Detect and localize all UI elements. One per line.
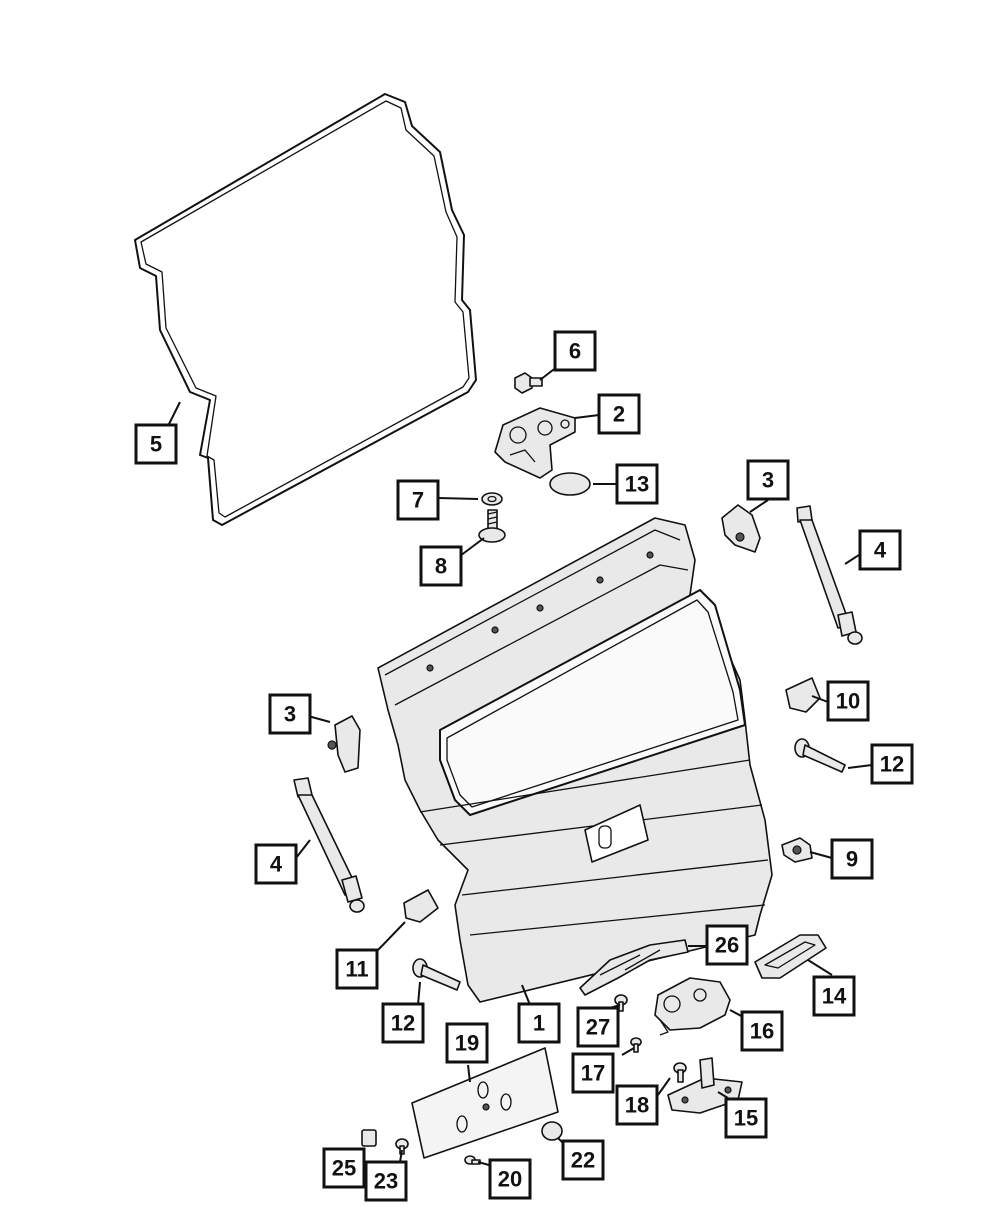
callout-6: 6	[553, 330, 597, 372]
callout-label: 16	[750, 1019, 774, 1044]
strut-bracket-upper-part	[721, 504, 761, 553]
hole-plug-part	[549, 472, 591, 496]
callout-7: 7	[396, 479, 440, 521]
callout-4-upper: 4	[858, 529, 902, 571]
callout-18: 18	[615, 1084, 659, 1126]
callout-11: 11	[335, 948, 379, 990]
callout-17: 17	[571, 1052, 615, 1094]
callout-label: 6	[569, 339, 581, 364]
callout-12-left: 12	[381, 1002, 425, 1044]
callout-label: 9	[846, 847, 858, 872]
callout-label: 22	[571, 1148, 595, 1173]
screw-part-27	[614, 994, 628, 1012]
liftgate-striker-part	[667, 1057, 743, 1114]
callout-23: 23	[364, 1160, 408, 1202]
liftgate-hinge-part	[494, 407, 576, 479]
handle-bracket-part	[579, 939, 689, 996]
callout-label: 23	[374, 1169, 398, 1194]
callout-label: 2	[613, 402, 625, 427]
callout-label: 8	[435, 554, 447, 579]
callout-label: 3	[284, 702, 296, 727]
callout-26: 26	[705, 924, 749, 966]
callout-label: 13	[625, 472, 649, 497]
gas-strut-upper-part	[796, 505, 863, 645]
striker-bolt-part	[673, 1062, 687, 1083]
strut-bracket-lower-part	[327, 715, 361, 773]
callout-15: 15	[724, 1097, 768, 1139]
callout-label: 18	[625, 1093, 649, 1118]
callout-label: 12	[880, 752, 904, 777]
callout-2: 2	[597, 393, 641, 435]
callout-25: 25	[322, 1147, 366, 1189]
license-plate-bracket-part	[411, 1047, 559, 1159]
callout-13: 13	[615, 463, 659, 505]
callout-label: 1	[533, 1011, 545, 1036]
callout-14: 14	[812, 975, 856, 1017]
callout-label: 5	[150, 432, 162, 457]
callout-label: 26	[715, 933, 739, 958]
callout-22: 22	[561, 1139, 605, 1181]
callout-label: 20	[498, 1167, 522, 1192]
gas-strut-lower-part	[293, 777, 365, 913]
callout-label: 11	[345, 957, 368, 982]
callout-3-upper: 3	[746, 459, 790, 501]
nut-part	[361, 1129, 377, 1147]
callout-label: 7	[412, 488, 424, 513]
callout-label: 14	[822, 984, 847, 1009]
liftgate-switch-part	[781, 837, 813, 863]
callout-20: 20	[488, 1158, 532, 1200]
callout-label: 12	[391, 1011, 415, 1036]
callout-8: 8	[419, 545, 463, 587]
liftgate-latch-part	[654, 977, 731, 1036]
callout-label: 4	[874, 538, 887, 563]
callout-label: 3	[762, 468, 774, 493]
liftgate-panel-part	[377, 517, 773, 1003]
callout-16: 16	[740, 1010, 784, 1052]
push-pin-right-part	[794, 738, 846, 773]
callout-10: 10	[826, 680, 870, 722]
flange-bolt-part	[478, 509, 506, 543]
hinge-bolt-part	[514, 372, 543, 394]
callout-9: 9	[830, 838, 874, 880]
callout-label: 10	[836, 689, 860, 714]
bumper-stop-left-part	[403, 889, 439, 923]
callout-5: 5	[134, 423, 178, 465]
callout-label: 19	[455, 1031, 479, 1056]
callout-label: 25	[332, 1156, 356, 1181]
washer-part	[481, 492, 503, 506]
weatherstrip-seal-part	[134, 93, 477, 526]
callout-27: 27	[576, 1006, 620, 1048]
callout-label: 17	[581, 1061, 605, 1086]
callout-label: 15	[734, 1106, 758, 1131]
bumper-stop-right-part	[785, 677, 821, 713]
screw-part-20	[464, 1155, 481, 1165]
callout-4-lower: 4	[254, 843, 298, 885]
callout-label: 27	[586, 1015, 610, 1040]
push-pin-left-part	[412, 958, 461, 991]
cap-plug-part	[541, 1121, 563, 1141]
callout-1: 1	[517, 1002, 561, 1044]
liftgate-handle-part	[754, 934, 827, 979]
callout-12-right: 12	[870, 743, 914, 785]
callout-label: 4	[270, 852, 283, 877]
callout-3-lower: 3	[268, 693, 312, 735]
callout-19: 19	[445, 1022, 489, 1064]
